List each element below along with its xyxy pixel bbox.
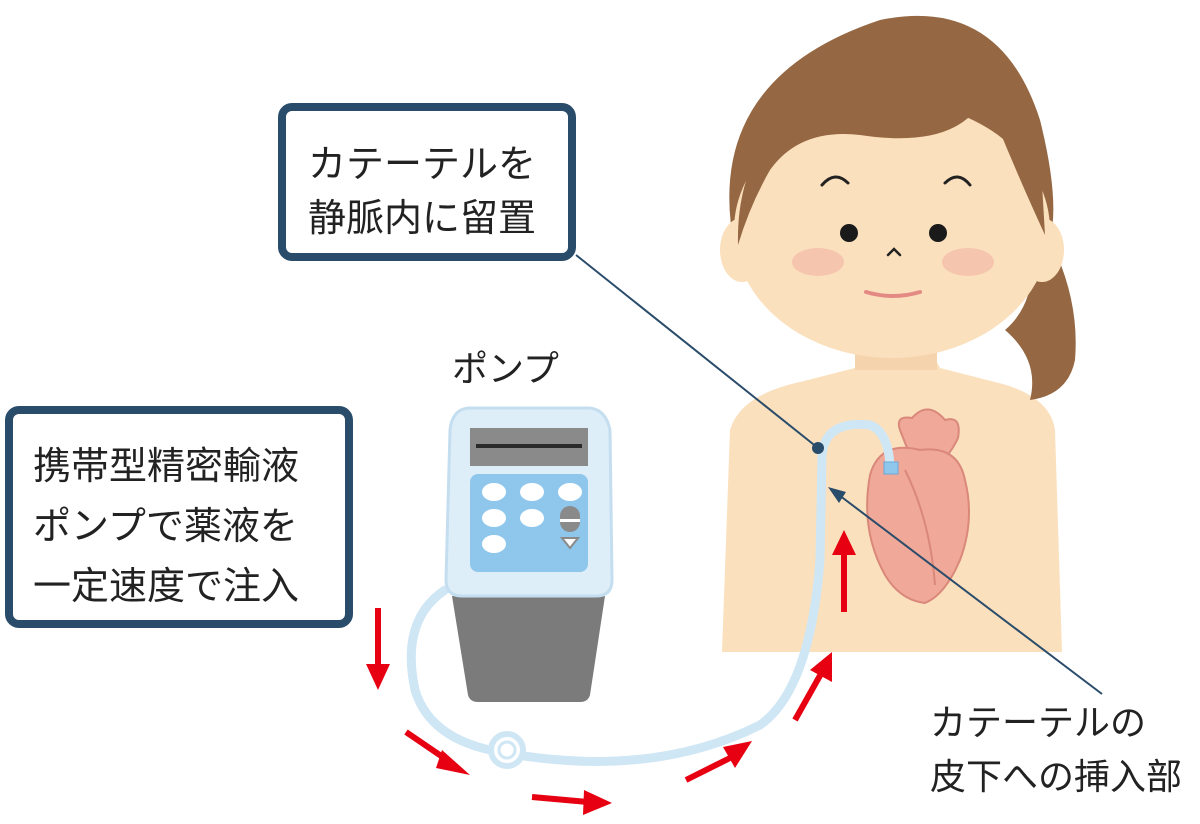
pump-dial-line (560, 519, 580, 522)
flow-arrow-diagonal (404, 729, 470, 775)
callout-catheter: カテーテルを 静脈内に留置 (278, 103, 576, 261)
callout-pump-line-3: 一定速度で注入 (33, 564, 300, 608)
right-cheek (942, 248, 994, 276)
left-ear (720, 218, 764, 282)
flow-arrow-right (531, 790, 612, 815)
tube-connector (488, 731, 526, 769)
insertion-label-line-1: カテーテルの (930, 703, 1147, 744)
callout-pump-line-2: ポンプで薬液を (33, 504, 298, 548)
nose (886, 247, 902, 257)
pump-display-slot (476, 444, 582, 448)
face (734, 102, 1050, 358)
callout-catheter-line-2: 静脈内に留置 (308, 196, 537, 240)
insertion-leader-line (834, 491, 1103, 695)
pump-button (558, 483, 582, 501)
flow-arrow-steep-up-right (792, 652, 832, 722)
callout-pump-line-1: 携帯型精密輸液 (33, 444, 300, 488)
right-eyebrow (943, 175, 972, 187)
infusion-pump (444, 406, 614, 702)
catheter-tube (406, 419, 895, 766)
pump-button (482, 483, 506, 501)
leader-lines (575, 254, 1103, 695)
mouth (864, 290, 922, 298)
left-cheek (792, 248, 844, 276)
heart-groove (904, 469, 936, 586)
heart-body (866, 446, 970, 605)
pump-button (482, 535, 506, 553)
left-eye (840, 224, 858, 242)
catheter-leader-dot (812, 442, 824, 454)
pump-button (520, 509, 544, 527)
right-eye (929, 224, 947, 242)
pump-label: ポンプ (452, 349, 559, 390)
insertion-label: カテーテルの 皮下への挿入部 (930, 697, 1182, 805)
heart-illustration (866, 408, 970, 605)
hair-fringe (737, 75, 1045, 245)
callout-pump: 携帯型精密輸液 ポンプで薬液を 一定速度で注入 (5, 406, 353, 628)
callout-catheter-line-1: カテーテルを (308, 142, 537, 186)
flow-arrows (366, 530, 856, 815)
left-eyebrow (820, 175, 850, 187)
flow-arrow-down (366, 608, 390, 690)
insertion-label-line-2: 皮下への挿入部 (930, 757, 1183, 798)
pump-button (520, 483, 544, 501)
patient-figure (720, 15, 1076, 652)
flow-arrow-up (832, 530, 856, 612)
pump-button (482, 509, 506, 527)
right-ear (1020, 218, 1064, 282)
insertion-leader-arrowhead (828, 487, 846, 503)
pump-lower-case (452, 596, 605, 702)
flow-arrow-up-right (684, 741, 752, 783)
pump-down-icon (559, 537, 581, 550)
catheter-leader-line (575, 254, 819, 449)
catheter-tip (883, 461, 899, 475)
